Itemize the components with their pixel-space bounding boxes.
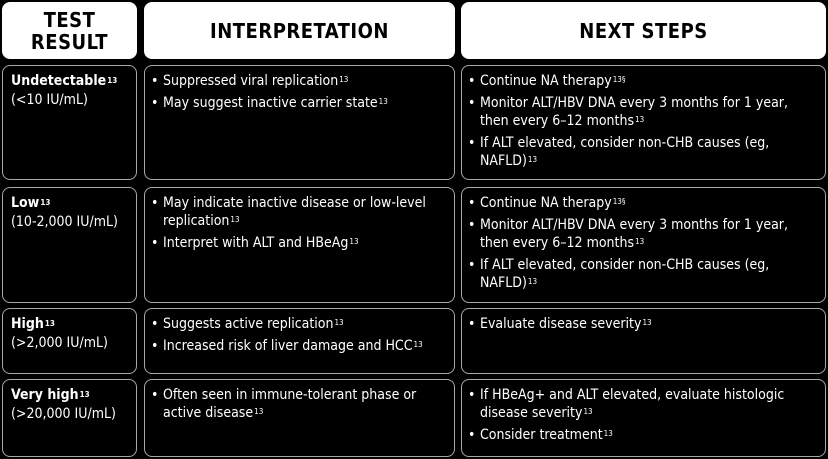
interpretation-item: May suggest inactive carrier state13 (151, 94, 448, 112)
next_steps-item: If ALT elevated, consider non-CHB causes… (468, 256, 819, 292)
reference: 13 (230, 215, 240, 224)
next-steps-cell: Evaluate disease severity13 (461, 308, 826, 374)
reference: 13 (583, 407, 593, 416)
interpretation-cell: May indicate inactive disease or low-lev… (144, 187, 455, 303)
header-test-result: TEST RESULT (2, 2, 137, 59)
interpretation-item: May indicate inactive disease or low-lev… (151, 194, 448, 230)
reference: 13 (527, 277, 538, 286)
next_steps-list: Continue NA therapy13§ Monitor ALT/HBV DN… (462, 188, 825, 292)
result-range: (>2,000 IU/mL) (11, 335, 108, 351)
next_steps-item: Monitor ALT/HBV DNA every 3 months for 1… (468, 94, 819, 130)
header-interpretation-label: INTERPRETATION (210, 18, 389, 43)
reference: 13§ (612, 75, 626, 84)
reference: 13 (254, 407, 264, 416)
test-result-cell: Low13 (10-2,000 IU/mL) (2, 187, 137, 303)
header-next-steps: NEXT STEPS (461, 2, 826, 59)
result-range: (<10 IU/mL) (11, 92, 88, 108)
header-interpretation: INTERPRETATION (144, 2, 455, 59)
header-next-steps-label: NEXT STEPS (579, 18, 708, 43)
next_steps-list: Continue NA therapy13§ Monitor ALT/HBV DN… (462, 66, 825, 170)
next-steps-cell: Continue NA therapy13§ Monitor ALT/HBV DN… (461, 65, 826, 180)
reference: 13 (40, 198, 51, 207)
next_steps-item: If ALT elevated, consider non-CHB causes… (468, 134, 819, 170)
next_steps-item: If HBeAg+ and ALT elevated, evaluate his… (468, 386, 819, 422)
interpretation-list: May indicate inactive disease or low-lev… (145, 188, 454, 252)
interpretation-item: Interpret with ALT and HBeAg13 (151, 234, 448, 252)
reference: 13 (79, 390, 90, 399)
interpretation-item: Suppressed viral replication13 (151, 72, 448, 90)
reference: 13 (413, 340, 423, 349)
test-result-cell: High13 (>2,000 IU/mL) (2, 308, 137, 374)
result-range: (10-2,000 IU/mL) (11, 214, 118, 230)
interpretation-list: Often seen in immune-tolerant phase or a… (145, 380, 454, 422)
reference: 13 (44, 319, 55, 328)
reference: 13 (642, 318, 652, 327)
test-result-cell: Undetectable13 (<10 IU/mL) (2, 65, 137, 180)
reference: 13§ (612, 197, 626, 206)
result-level: Undetectable13 (11, 73, 118, 89)
result-range: (>20,000 IU/mL) (11, 406, 116, 422)
result-level: Very high13 (11, 387, 90, 403)
reference: 13 (635, 237, 645, 246)
reference: 13 (527, 155, 538, 164)
next_steps-item: Evaluate disease severity13 (468, 315, 819, 333)
header-test-result-label: TEST RESULT (30, 7, 109, 54)
reference: 13 (349, 237, 359, 246)
next_steps-list: If HBeAg+ and ALT elevated, evaluate his… (462, 380, 825, 444)
interpretation-list: Suggests active replication13Increased r… (145, 309, 454, 355)
interpretation-cell: Suppressed viral replication13May sugges… (144, 65, 455, 180)
reference: 13 (635, 115, 645, 124)
next-steps-cell: If HBeAg+ and ALT elevated, evaluate his… (461, 379, 826, 457)
reference: 13 (334, 318, 344, 327)
reference: 13 (339, 75, 349, 84)
next_steps-item: Monitor ALT/HBV DNA every 3 months for 1… (468, 216, 819, 252)
next_steps-item: Continue NA therapy13§ (468, 194, 819, 212)
next_steps-item: Continue NA therapy13§ (468, 72, 819, 90)
next_steps-list: Evaluate disease severity13 (462, 309, 825, 333)
result-level: High13 (11, 316, 55, 332)
interpretation-cell: Often seen in immune-tolerant phase or a… (144, 379, 455, 457)
test-result-cell: Very high13 (>20,000 IU/mL) (2, 379, 137, 457)
interpretation-item: Suggests active replication13 (151, 315, 448, 333)
reference: 13 (603, 429, 613, 438)
interpretation-list: Suppressed viral replication13May sugges… (145, 66, 454, 112)
result-level: Low13 (11, 195, 51, 211)
interpretation-cell: Suggests active replication13Increased r… (144, 308, 455, 374)
interpretation-item: Often seen in immune-tolerant phase or a… (151, 386, 448, 422)
next_steps-item: Consider treatment13 (468, 426, 819, 444)
reference: 13 (378, 97, 388, 106)
reference: 13 (107, 76, 118, 85)
interpretation-item: Increased risk of liver damage and HCC13 (151, 337, 448, 355)
next-steps-cell: Continue NA therapy13§ Monitor ALT/HBV DN… (461, 187, 826, 303)
